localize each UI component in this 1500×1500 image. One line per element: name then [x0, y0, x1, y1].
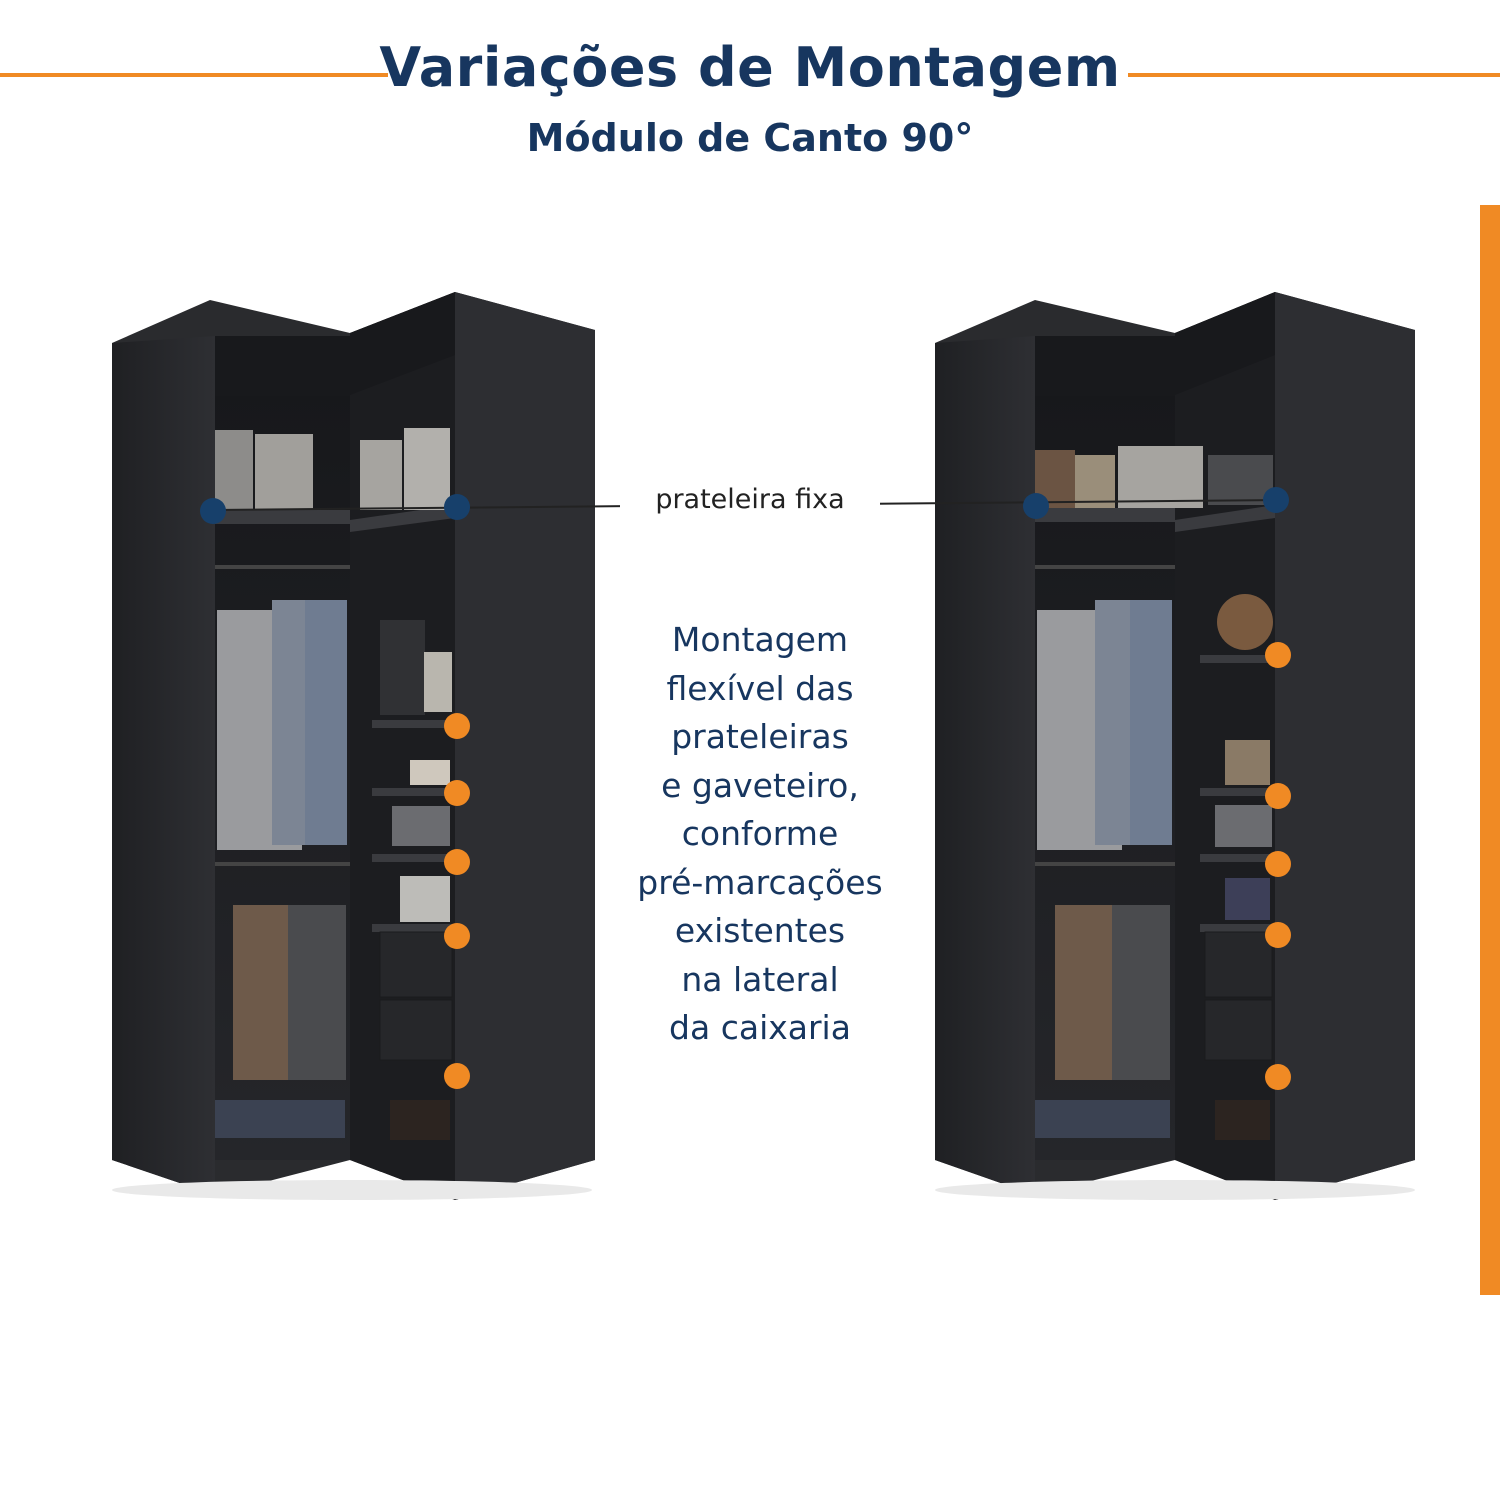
description-line: pré-marcações: [637, 862, 883, 902]
description-line: conforme: [681, 814, 839, 853]
fixed-shelf-callout: prateleira fixa: [620, 484, 880, 515]
right-corner-wardrobe: [935, 292, 1415, 1200]
fixed-shelf-marker: [444, 494, 470, 520]
page-title: Variações de Montagem: [379, 36, 1121, 99]
adjustable-shelf-marker: [444, 1063, 470, 1089]
fixed-shelf-marker: [1023, 493, 1049, 519]
adjustable-shelf-marker: [444, 780, 470, 806]
adjustable-shelf-marker: [1265, 783, 1291, 809]
description-line: existentes: [674, 911, 846, 950]
adjustable-shelf-marker: [1265, 642, 1291, 668]
assembly-description: Montagem flexível das prateleiras e gave…: [600, 616, 920, 1053]
description-line: flexível das: [666, 668, 854, 708]
right-accent-bar: [1480, 205, 1500, 1295]
description-line: na lateral: [681, 959, 839, 999]
adjustable-shelf-marker: [1265, 1064, 1291, 1090]
adjustable-shelf-marker: [1265, 922, 1291, 948]
fixed-shelf-marker: [1263, 487, 1289, 513]
description-line: prateleiras: [671, 717, 849, 756]
adjustable-shelf-marker: [444, 713, 470, 739]
adjustable-shelf-marker: [444, 923, 470, 949]
description-line: Montagem: [671, 620, 849, 659]
adjustable-shelf-marker: [444, 849, 470, 875]
description-line: da caixaria: [669, 1008, 851, 1047]
page-subtitle: Módulo de Canto 90°: [526, 116, 974, 160]
left-corner-wardrobe: [112, 292, 595, 1200]
description-line: e gaveteiro,: [661, 765, 859, 805]
fixed-shelf-marker: [200, 498, 226, 524]
adjustable-shelf-marker: [1265, 851, 1291, 877]
